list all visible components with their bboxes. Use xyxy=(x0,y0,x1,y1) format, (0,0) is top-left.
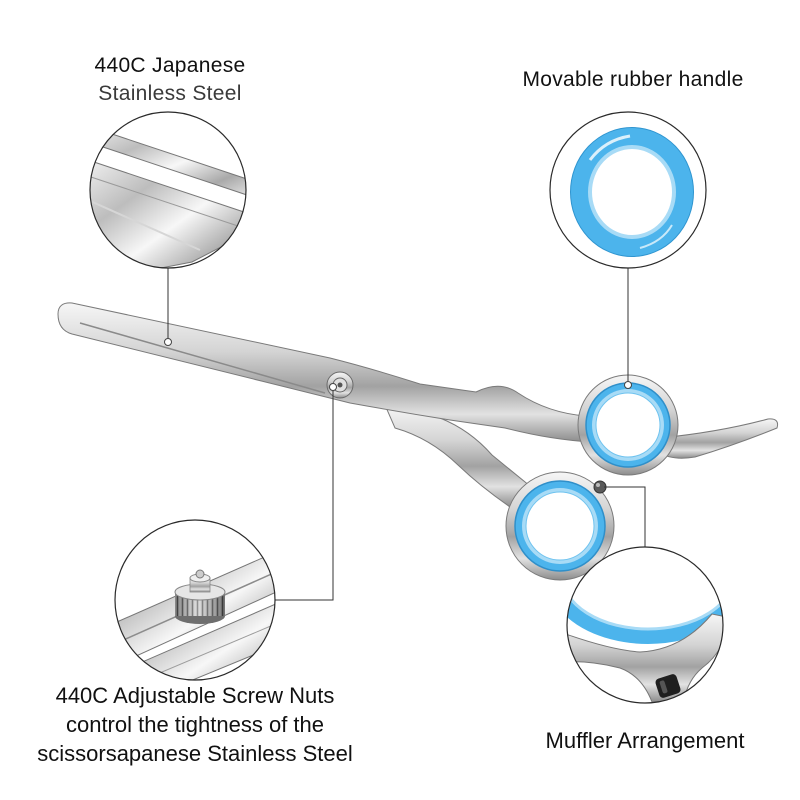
adjustable-nut xyxy=(174,569,226,624)
blade-material-label: 440C Japanese Stainless Steel xyxy=(60,52,280,108)
finger-rest xyxy=(657,418,779,459)
blade-closeup xyxy=(89,111,247,269)
rubber-ring-closeup xyxy=(549,111,707,269)
screw-callout-line xyxy=(275,390,334,601)
callout-lines xyxy=(167,268,646,601)
lower-shank xyxy=(384,404,531,508)
screw-label-line2: control the tightness of the xyxy=(65,712,325,737)
muffler-label-text: Muffler Arrangement xyxy=(545,728,745,753)
handle-label-text: Movable rubber handle xyxy=(522,68,744,91)
muffler-closeup xyxy=(566,546,724,704)
muffler-label: Muffler Arrangement xyxy=(515,727,775,755)
blade-label-line2: Stainless Steel xyxy=(98,82,242,105)
scissors xyxy=(57,302,779,581)
lower-finger-ring xyxy=(505,471,615,581)
handle-callout-dot xyxy=(624,381,632,389)
rubber-handle-label: Movable rubber handle xyxy=(483,66,783,94)
callout-dots xyxy=(164,338,632,391)
blade-edge xyxy=(79,322,326,394)
blade-callout-dot xyxy=(164,338,172,346)
screw-callout-dot xyxy=(329,383,337,391)
upper-finger-ring xyxy=(577,374,679,476)
muffler-bumper xyxy=(655,674,681,698)
screw-label-line3: scissorsapanese Stainless Steel xyxy=(37,741,353,766)
screw-nut-closeup xyxy=(114,519,276,681)
muffler-callout-line xyxy=(604,486,646,547)
screw-nut-label: 440C Adjustable Screw Nuts control the t… xyxy=(15,681,375,768)
screw-label-line1: 440C Adjustable Screw Nuts xyxy=(55,683,335,708)
blade-label-line1: 440C Japanese xyxy=(94,54,246,77)
upper-blade xyxy=(57,302,593,443)
